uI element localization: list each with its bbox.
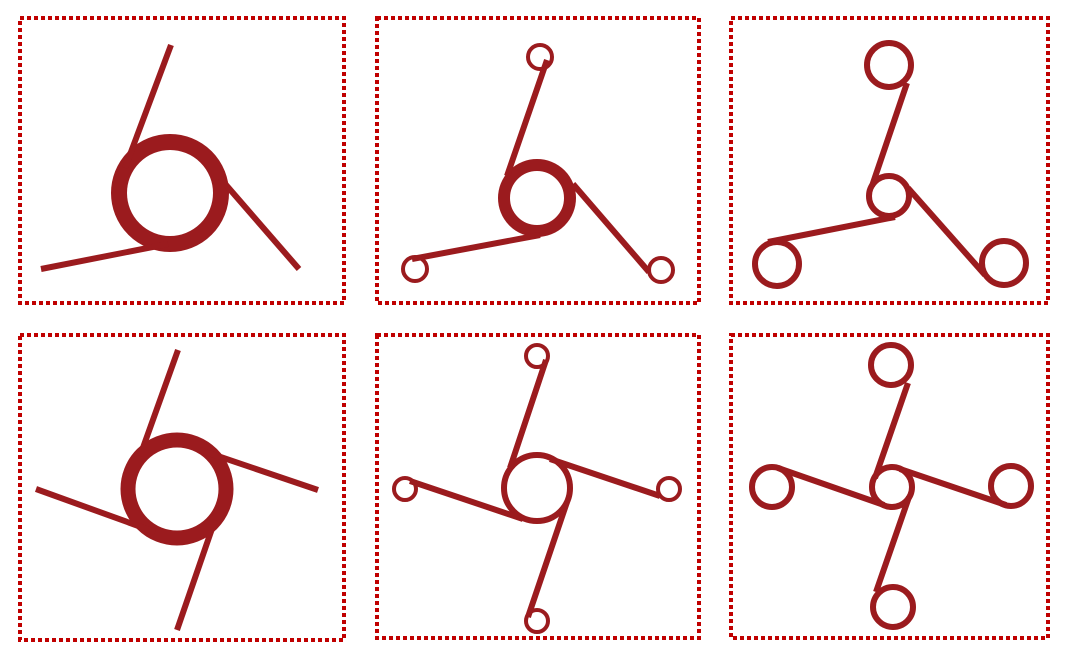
end-loop: [752, 239, 802, 289]
spring-arm: [873, 496, 912, 593]
spring-figure: [752, 40, 1029, 289]
spring-arm: [549, 456, 661, 499]
end-loop: [979, 238, 1029, 288]
end-loop: [749, 464, 795, 510]
spring-arm: [507, 359, 549, 469]
panel-bottom-left: [18, 333, 346, 642]
spring-arm: [767, 214, 896, 245]
spring-arm: [411, 232, 541, 262]
panel-bottom-middle: [375, 333, 701, 640]
panel-frame: [18, 16, 346, 305]
panel-top-middle: [375, 16, 701, 305]
spring-arm: [872, 382, 911, 479]
spring-arm: [409, 478, 524, 522]
end-loop: [524, 343, 550, 369]
hub-ring: [111, 134, 229, 252]
spring-arm: [217, 176, 302, 271]
spring-arm: [777, 465, 885, 508]
panel-frame: [375, 16, 701, 305]
spring-arm: [137, 348, 181, 458]
spring-arm: [40, 241, 169, 272]
spring-figure: [40, 43, 302, 272]
spring-arm: [34, 486, 157, 535]
panel-top-left: [18, 16, 346, 305]
end-loop: [392, 476, 418, 502]
spring-arm: [525, 501, 570, 618]
hub-ring: [498, 159, 576, 237]
panel-frame: [18, 333, 346, 642]
end-loop: [868, 342, 914, 388]
end-loop: [401, 255, 429, 283]
spring-arm: [869, 82, 910, 187]
panel-frame: [729, 16, 1050, 305]
spring-arm: [905, 186, 988, 277]
hub-ring: [120, 432, 234, 546]
spring-figure: [392, 343, 682, 634]
hub-ring: [501, 452, 573, 524]
end-loop: [864, 40, 914, 90]
end-loop: [526, 43, 554, 71]
panel-frame: [375, 333, 701, 640]
spring-arm: [174, 519, 218, 631]
end-loop: [656, 476, 682, 502]
spring-figure: [34, 348, 319, 631]
panel-bottom-right: [729, 333, 1050, 640]
spring-figure: [401, 43, 675, 284]
spring-arm: [122, 43, 174, 170]
end-loop: [988, 463, 1034, 509]
hub-ring: [869, 464, 915, 510]
spring-arm: [504, 59, 550, 177]
end-loop: [524, 608, 550, 634]
spring-figure: [749, 342, 1034, 630]
spring-arm: [199, 447, 319, 493]
end-loop: [870, 584, 916, 630]
panel-frame: [729, 333, 1050, 640]
spring-arm: [570, 182, 652, 274]
end-loop: [647, 256, 675, 284]
panel-top-right: [729, 16, 1050, 305]
spring-arm: [899, 466, 1007, 508]
